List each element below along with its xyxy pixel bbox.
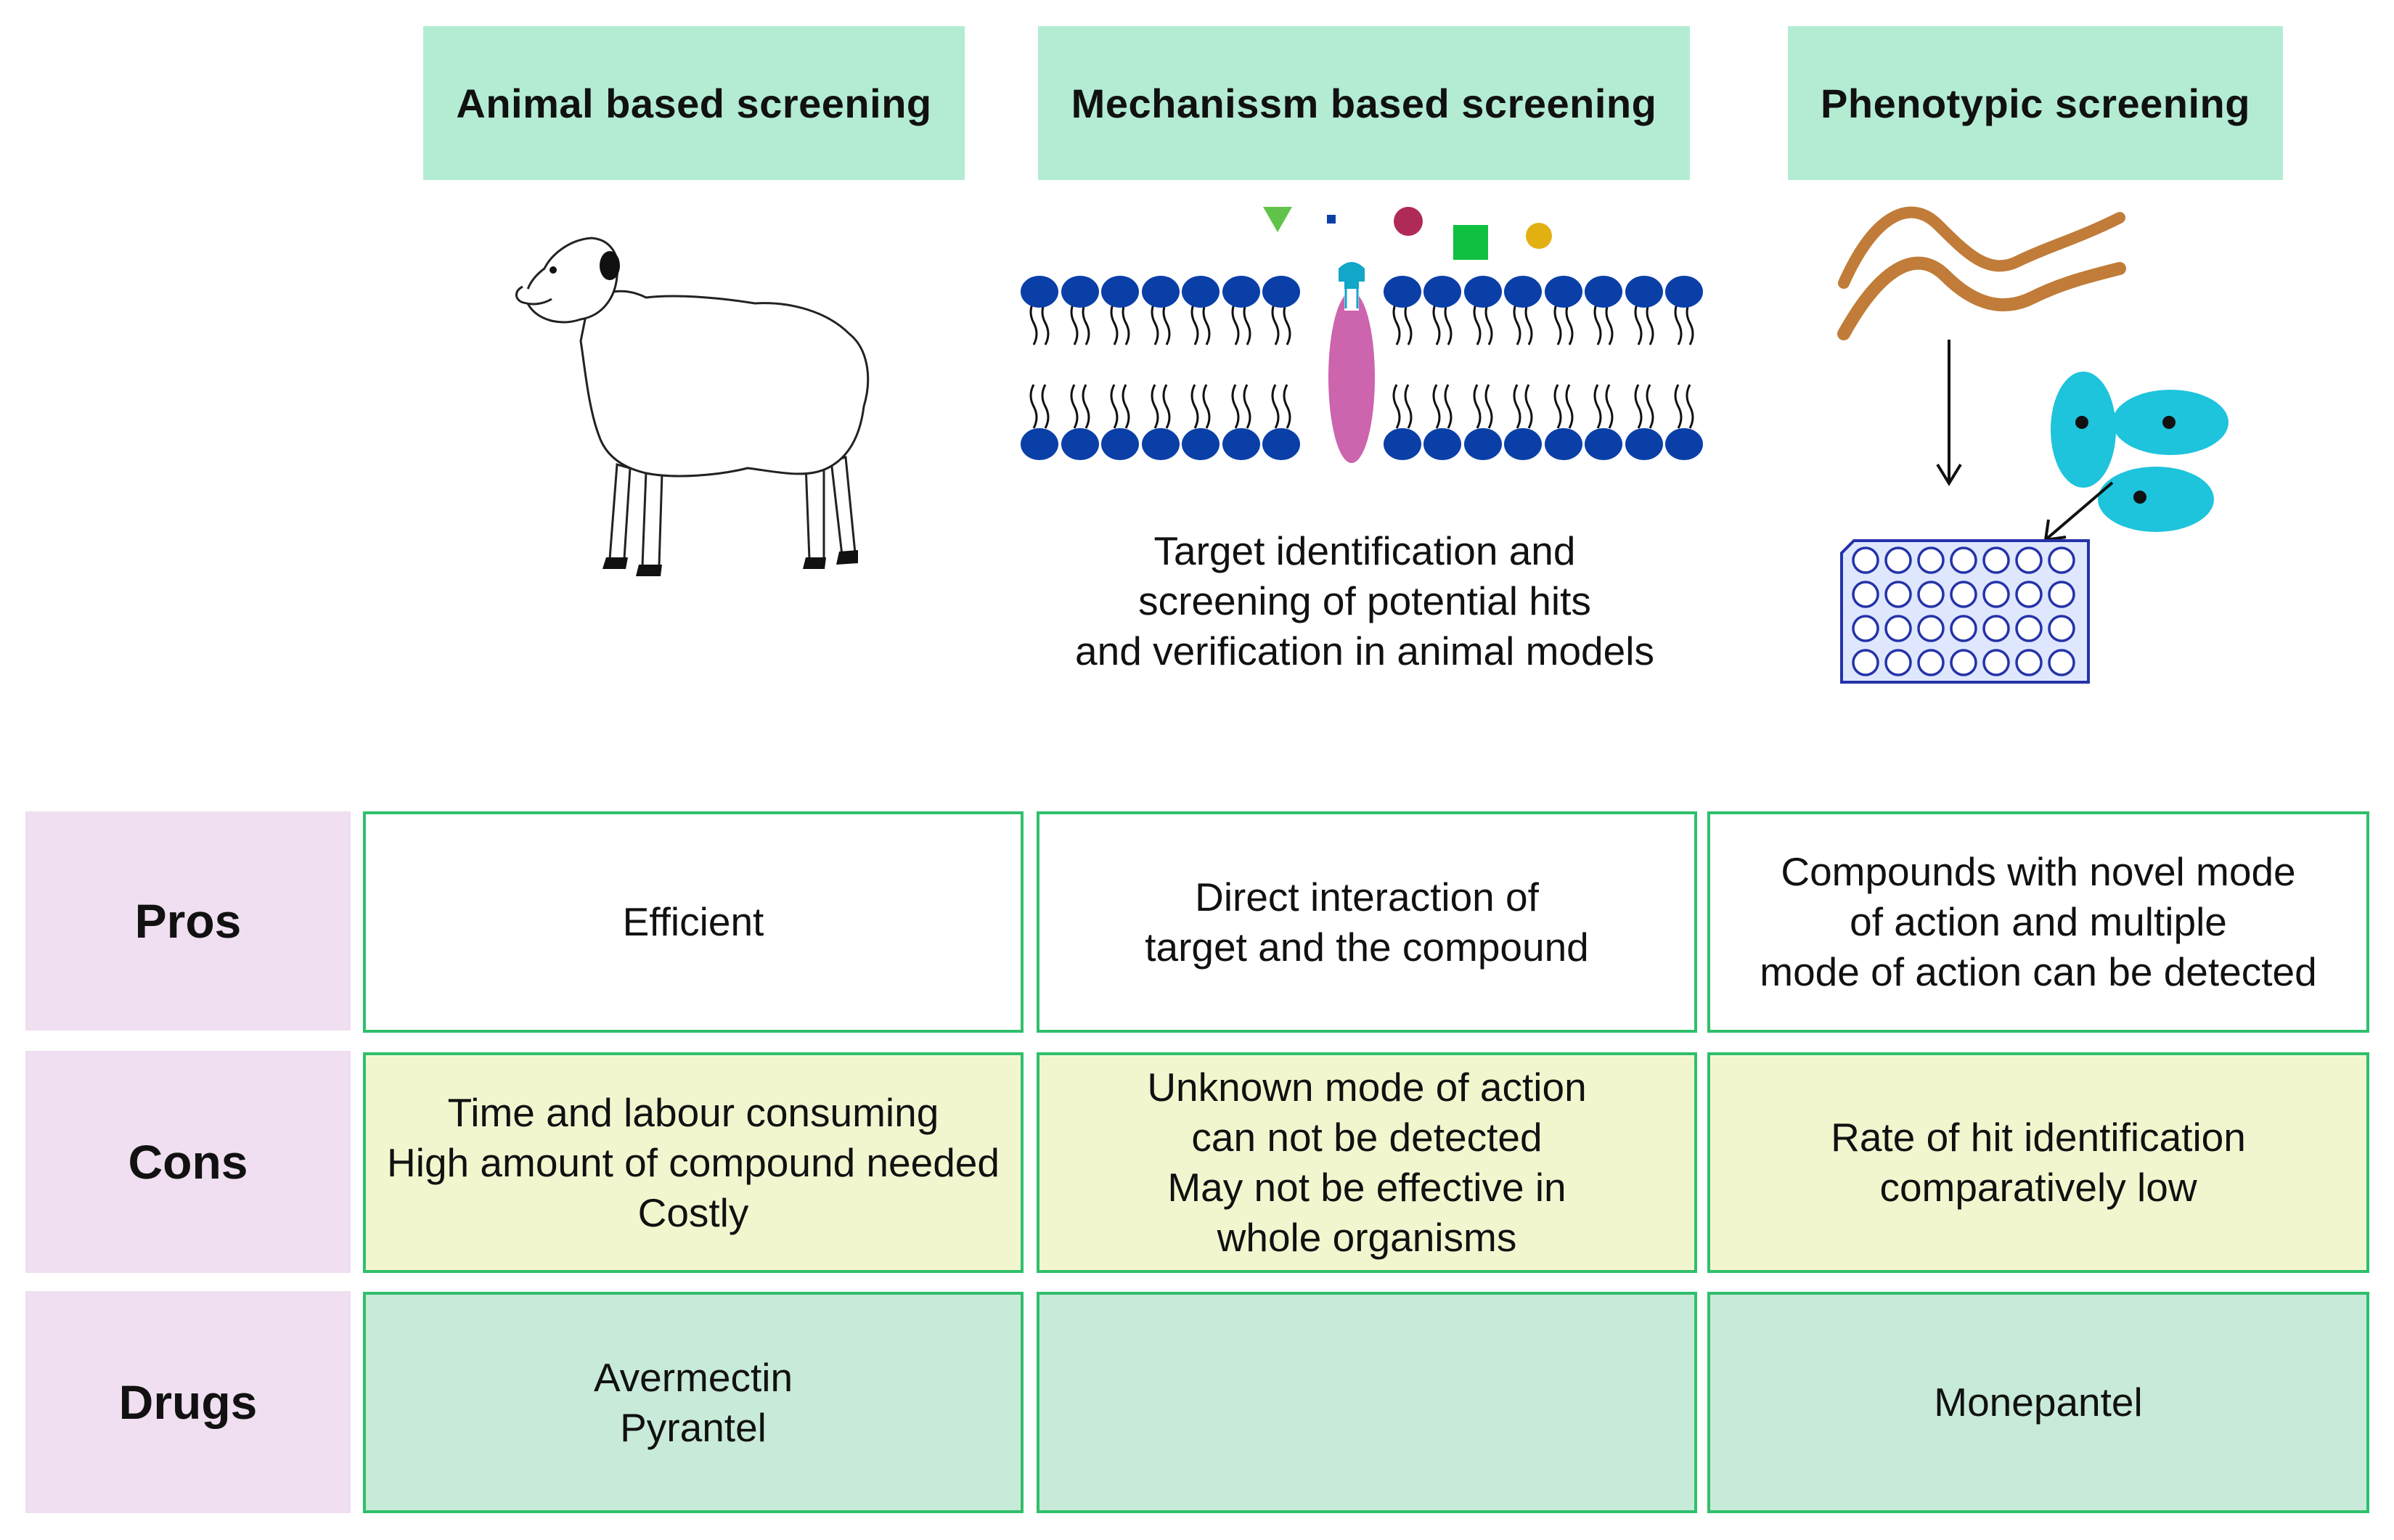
column-header-animal: Animal based screening [423,26,965,180]
worm-icon [1837,206,2126,340]
ligand-shapes-icon [1263,207,1552,260]
arrow-diagonal-icon [2043,481,2114,542]
arrow-down-icon [1936,340,1962,486]
cell-pros-phenotypic: Compounds with novel mode of action and … [1707,811,2369,1033]
cell-drugs-mechanism [1037,1292,1697,1513]
cell-cluster-icon [2051,372,2228,532]
cell-drugs-phenotypic: Monepantel [1707,1292,2369,1513]
column-header-mechanism: Mechanissm based screening [1038,26,1690,180]
cell-cons-phenotypic: Rate of hit identification comparatively… [1707,1052,2369,1273]
cell-cons-mechanism: Unknown mode of action can not be detect… [1037,1052,1697,1273]
column-header-phenotypic: Phenotypic screening [1788,26,2283,180]
cell-drugs-animal: Avermectin Pyrantel [363,1292,1024,1513]
cell-pros-mechanism: Direct interaction of target and the com… [1037,811,1697,1033]
cell-cons-animal: Time and labour consuming High amount of… [363,1052,1024,1273]
cell-membrane-icon [1021,262,1703,463]
mechanism-caption: Target identification and screening of p… [1075,528,1654,673]
well-plate-icon [1840,539,2090,684]
row-header-cons: Cons [25,1051,351,1273]
cell-pros-animal: Efficient [363,811,1024,1033]
row-header-drugs: Drugs [25,1291,351,1513]
row-header-pros: Pros [25,811,351,1031]
sheep-icon [515,237,870,576]
